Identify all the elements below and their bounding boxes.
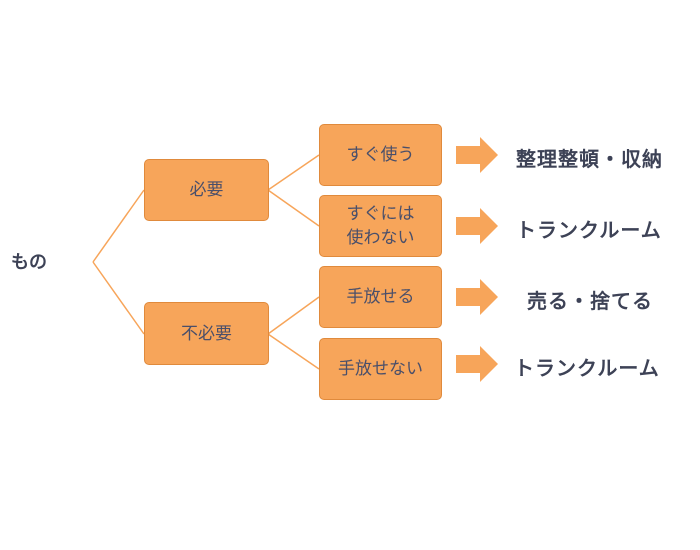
connector-needed-not-soon — [267, 189, 320, 227]
node-unneeded-label: 不必要 — [181, 323, 232, 344]
result-organize-storage: 整理整頓・収納 — [516, 147, 663, 171]
node-unneeded: 不必要 — [144, 302, 269, 365]
node-cannot-let-go-label: 手放せない — [338, 359, 423, 379]
node-use-soon-label: すぐ使う — [346, 145, 415, 165]
arrow-right-icon — [456, 279, 498, 315]
connector-needed-use-soon — [267, 154, 320, 191]
node-use-soon: すぐ使う — [319, 124, 442, 186]
node-not-soon-label: すぐには 使わない — [346, 204, 415, 248]
arrow-right-icon — [456, 346, 498, 382]
connector-unneeded-cannot-let-go — [267, 333, 320, 370]
arrow-right-icon — [456, 137, 498, 173]
node-needed: 必要 — [144, 159, 269, 221]
result-trunk-room-2: トランクルーム — [514, 356, 660, 380]
arrow-right-icon — [456, 208, 498, 244]
node-not-soon: すぐには 使わない — [319, 195, 442, 257]
root-label: もの — [11, 252, 47, 273]
node-needed-label: 必要 — [189, 180, 224, 200]
node-let-go-label: 手放せる — [346, 287, 415, 307]
result-sell-discard: 売る・捨てる — [527, 289, 653, 313]
connector-root-needed — [92, 189, 145, 263]
node-let-go: 手放せる — [319, 266, 442, 328]
connector-root-unneeded — [92, 261, 145, 335]
connector-unneeded-let-go — [267, 296, 320, 335]
result-trunk-room-1: トランクルーム — [516, 218, 662, 242]
node-cannot-let-go: 手放せない — [319, 338, 442, 400]
